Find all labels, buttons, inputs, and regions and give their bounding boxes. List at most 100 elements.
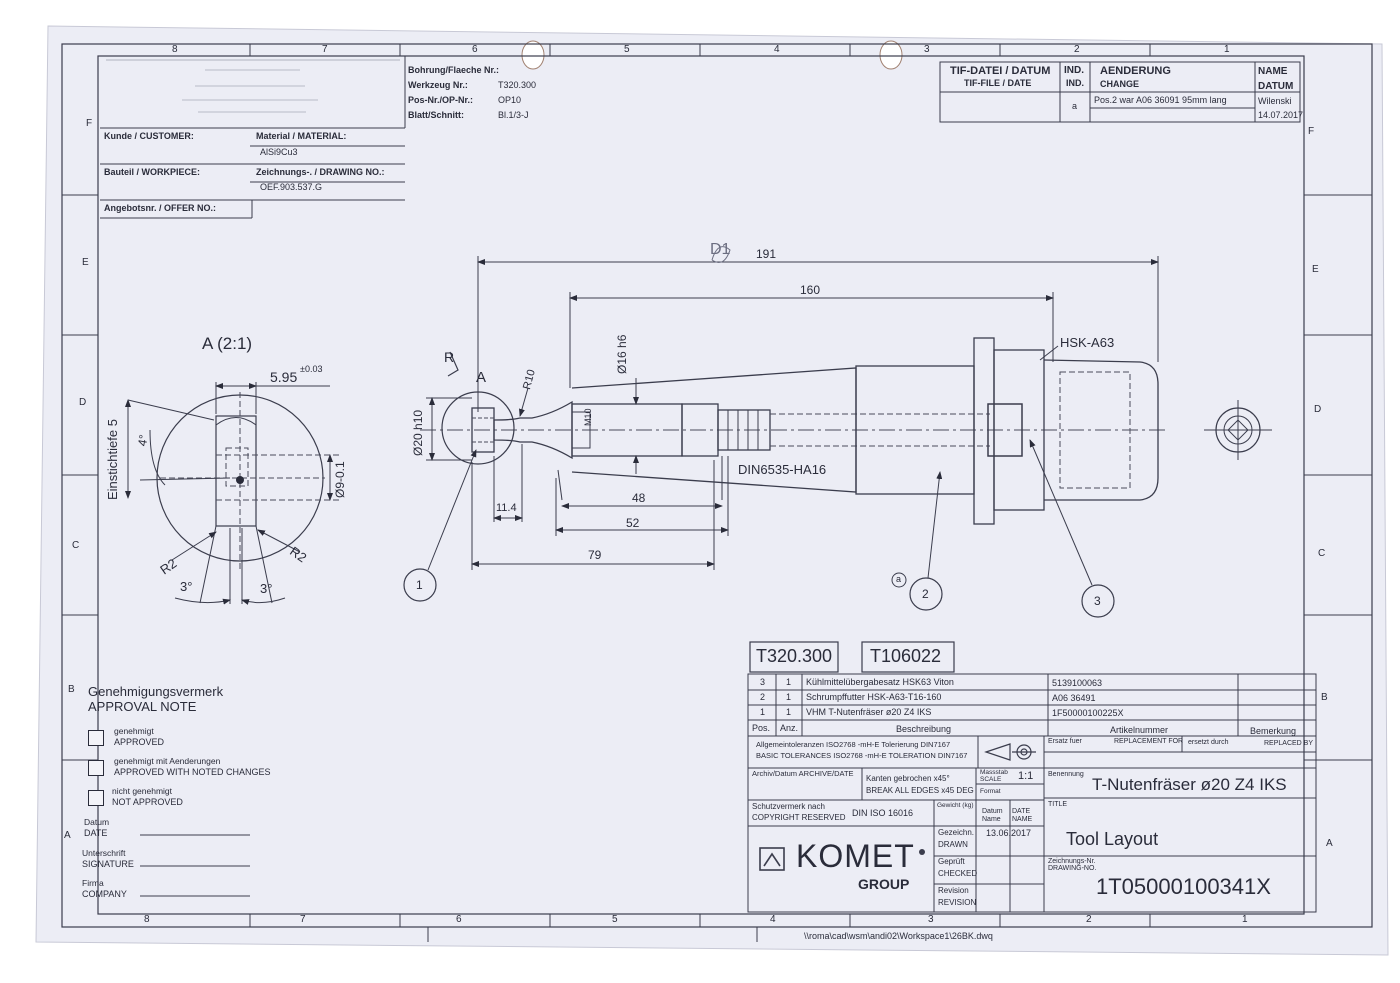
opt1-de: genehmigt xyxy=(114,726,154,736)
order-id: T106022 xyxy=(870,646,942,666)
head-desc: Beschreibung xyxy=(896,724,952,734)
approval-datum-en: DATE xyxy=(84,828,108,838)
massstab-en: SCALE xyxy=(980,776,1002,783)
depth-label: Einstichtiefe 5 xyxy=(105,419,120,500)
layout-name: Tool Layout xyxy=(1066,829,1159,849)
schutz-en: COPYRIGHT RESERVED xyxy=(752,813,846,822)
zeichnung-label: Zeichnungs-. / DRAWING NO.: xyxy=(256,167,385,177)
approval-firma-de: Firma xyxy=(82,878,104,888)
dim-width: 5.95 xyxy=(270,369,298,385)
blatt-label: Blatt/Schnitt: xyxy=(408,110,464,120)
part-qty: 1 xyxy=(786,677,792,687)
benennung-label: Benennung xyxy=(1048,771,1084,778)
zeichnr-en: DRAWING-NO. xyxy=(1048,865,1097,872)
komet-logo-text: KOMET xyxy=(796,838,915,874)
zeichnung-value: OEF.903.537.G xyxy=(260,182,323,192)
zone-label: D xyxy=(79,397,86,408)
datum-label: DATUM xyxy=(1258,81,1294,92)
approval-sig-de: Unterschrift xyxy=(82,848,126,858)
werkzeug-value: T320.300 xyxy=(498,80,537,90)
zone-label: 4 xyxy=(770,914,776,925)
title-label: TITLE xyxy=(1048,801,1068,808)
name-en: NAME xyxy=(1012,816,1033,823)
format-label: Format xyxy=(980,788,1001,795)
approved-with-changes-checkbox[interactable] xyxy=(88,760,104,776)
dim-48: 48 xyxy=(632,491,646,505)
gezeichn-en: DRAWN xyxy=(938,840,968,849)
ind-label: IND. xyxy=(1064,65,1084,76)
zone-label: 8 xyxy=(172,44,178,55)
datum-de: Datum xyxy=(982,808,1003,815)
paper xyxy=(35,25,1389,956)
kanten-de: Kanten gebrochen x45° xyxy=(866,774,950,783)
thread-label: M10 xyxy=(583,408,593,426)
approved-checkbox[interactable] xyxy=(88,730,104,746)
blatt-value: Bl.1/3-J xyxy=(498,110,529,120)
inner-frame xyxy=(97,55,1305,915)
material-label: Material / MATERIAL: xyxy=(256,131,347,141)
archiv-label: Archiv/Datum ARCHIVE/DATE xyxy=(752,769,854,778)
zone-label: 3 xyxy=(928,914,934,925)
gezeichn-de: Gezeichn. xyxy=(938,828,975,837)
part-desc: Schrumpffutter HSK-A63-T16-160 xyxy=(806,692,942,702)
head-article: Artikelnummer xyxy=(1110,725,1169,735)
material-value: AlSi9Cu3 xyxy=(260,147,298,157)
zone-label: 5 xyxy=(612,914,618,925)
zone-label: A xyxy=(1326,838,1333,849)
change-label: CHANGE xyxy=(1100,79,1140,89)
main-view xyxy=(403,246,1272,618)
punch-hole xyxy=(521,40,545,70)
dim-total: 191 xyxy=(756,247,777,261)
zone-label: C xyxy=(72,540,79,551)
tool-name: T-Nutenfräser ø20 Z4 IKS xyxy=(1092,775,1287,794)
ersetzt-en: REPLACED BY xyxy=(1264,740,1314,747)
komet-logo-icon xyxy=(759,847,785,871)
kanten-en: BREAK ALL EDGES x45 DEG xyxy=(866,786,974,795)
datum-en: DATE xyxy=(1012,808,1031,815)
revision-block-lines xyxy=(939,61,1301,123)
angle-top: 4° xyxy=(135,433,151,448)
approval-datum-de: Datum xyxy=(84,817,110,827)
zone-label: 2 xyxy=(1074,44,1080,55)
revision-de: Revision xyxy=(938,886,969,895)
zone-label: 6 xyxy=(456,914,462,925)
projection-symbol xyxy=(984,743,1036,761)
dim-79: 79 xyxy=(588,548,602,562)
not-approved-checkbox[interactable] xyxy=(88,790,104,806)
part-qty: 1 xyxy=(786,692,792,702)
dim-11: 11.4 xyxy=(496,502,517,514)
hand-mark: D1 xyxy=(710,241,731,258)
rev-mark: a xyxy=(896,574,902,584)
faded-stamp xyxy=(182,69,318,113)
opt2-de: genehmigt mit Aenderungen xyxy=(114,756,221,766)
punch-hole xyxy=(879,40,903,70)
zone-label: 2 xyxy=(1086,914,1092,925)
zone-label: 8 xyxy=(144,914,150,925)
approval-lines xyxy=(140,834,250,897)
zone-label: E xyxy=(1312,264,1319,275)
angebot-label: Angebotsnr. / OFFER NO.: xyxy=(104,203,216,213)
file-path: \\roma\cad\wsm\andi02\Workspace1\26BK.dw… xyxy=(804,931,993,941)
angle-left: 3° xyxy=(180,579,193,594)
zone-label: B xyxy=(1321,692,1328,703)
dim-160: 160 xyxy=(800,283,821,297)
name-label: NAME xyxy=(1258,66,1288,77)
balloon-1: 1 xyxy=(416,578,423,592)
zone-label: 7 xyxy=(322,44,328,55)
gewicht-label: Gewicht (kg) xyxy=(937,802,974,809)
drawn-date: 13.06.2017 xyxy=(986,828,1032,838)
rev-index: a xyxy=(1072,101,1078,111)
zone-label: 1 xyxy=(1224,44,1230,55)
tool-id: T320.300 xyxy=(756,646,833,666)
zone-label: 3 xyxy=(924,44,930,55)
part-desc: Kühlmittelübergabesatz HSK63 Viton xyxy=(806,677,954,687)
zone-label: F xyxy=(86,118,92,129)
part-article: 5139100063 xyxy=(1052,678,1103,688)
bohrung-label: Bohrung/Flaeche Nr.: xyxy=(408,65,500,75)
ersatz-en: REPLACEMENT FOR xyxy=(1114,738,1184,745)
part-qty: 1 xyxy=(786,707,792,717)
zone-label: C xyxy=(1318,548,1325,559)
outer-frame xyxy=(61,43,1373,928)
part-article: A06 36491 xyxy=(1052,693,1096,703)
